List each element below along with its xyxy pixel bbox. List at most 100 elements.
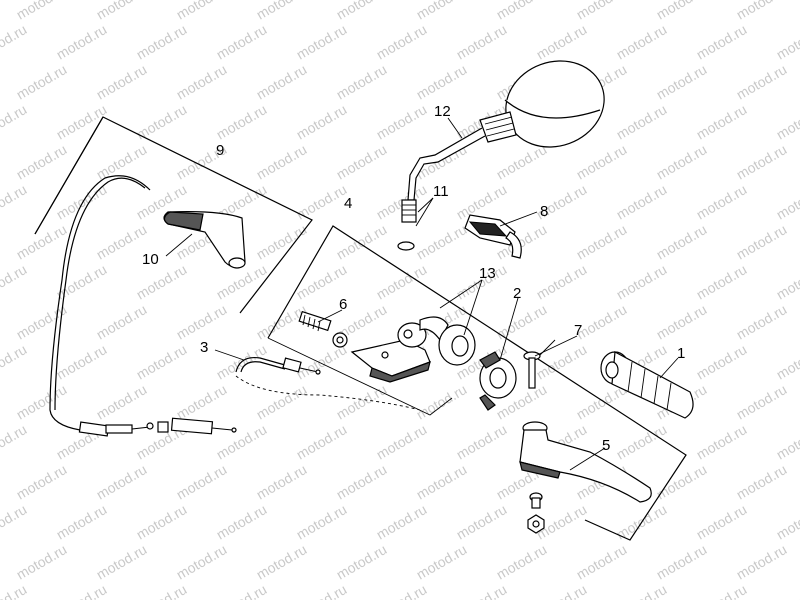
watermark-text: motod.ru [574,0,630,23]
callout-7: 7 [574,322,582,339]
cable-boot-part [163,211,246,269]
watermark-text: motod.ru [654,0,710,23]
watermark-text: motod.ru [454,501,510,542]
watermark-text: motod.ru [774,261,800,302]
watermark-text: motod.ru [614,421,670,462]
adjuster-screw-part [298,310,348,348]
watermark-text: motod.ru [374,581,430,600]
watermark-text: motod.ru [254,221,310,262]
watermark-text: motod.ru [54,581,110,600]
watermark-text: motod.ru [694,421,750,462]
watermark-text: motod.ru [374,261,430,302]
watermark-text: motod.ru [414,461,470,502]
watermark-text: motod.ru [614,21,670,62]
watermark-text: motod.ru [334,381,390,422]
watermark-text: motod.ru [574,141,630,182]
watermark-text: motod.ru [214,421,270,462]
watermark-text: motod.ru [654,461,710,502]
watermark-text: motod.ru [334,541,390,582]
watermark-text: motod.ru [414,0,470,23]
switch-button-part [464,214,522,259]
watermark-text: motod.ru [254,541,310,582]
watermark-text: motod.ru [694,501,750,542]
watermark-text: motod.ru [334,141,390,182]
watermark-text: motod.ru [214,501,270,542]
watermark-text: motod.ru [134,21,190,62]
handle-grip-part [600,351,694,419]
watermark-text: motod.ru [14,381,70,422]
watermark-text: motod.ru [614,181,670,222]
watermark-text: motod.ru [0,181,29,222]
watermark-text: motod.ru [14,221,70,262]
watermark-text: motod.ru [294,581,350,600]
watermark-text: motod.ru [494,301,550,342]
watermark-text: motod.ru [654,141,710,182]
watermark-text: motod.ru [0,261,29,302]
watermark-text: motod.ru [534,581,590,600]
watermark-text: motod.ru [334,61,390,102]
watermark-text: motod.ru [734,61,790,102]
watermark-text: motod.ru [0,21,29,62]
callout-12: 12 [434,103,451,120]
watermark-text: motod.ru [614,101,670,142]
callout-11: 11 [433,183,449,200]
watermark-text: motod.ru [94,221,150,262]
watermark-text: motod.ru [774,421,800,462]
watermark-text: motod.ru [454,421,510,462]
watermark-text: motod.ru [254,141,310,182]
watermark-text: motod.ru [734,141,790,182]
watermark-text: motod.ru [294,501,350,542]
watermark-text: motod.ru [734,541,790,582]
watermark-text: motod.ru [774,101,800,142]
watermark-text: motod.ru [94,541,150,582]
watermark-text: motod.ru [734,381,790,422]
watermark-text: motod.ru [294,421,350,462]
watermark-text: motod.ru [654,541,710,582]
callout-6: 6 [339,296,347,313]
watermark-text: motod.ru [0,501,29,542]
watermark-text: motod.ru [534,261,590,302]
watermark-text: motod.ru [774,181,800,222]
small-cable-part [235,356,421,411]
watermark-text: motod.ru [694,341,750,382]
watermark-text: motod.ru [294,101,350,142]
watermark-text: motod.ru [414,541,470,582]
watermark-text: motod.ru [294,21,350,62]
watermark-text: motod.ru [654,221,710,262]
watermark-text: motod.ru [174,0,230,23]
watermark-text: motod.ru [54,21,110,62]
watermark-text: motod.ru [694,181,750,222]
watermark-text: motod.ru [14,141,70,182]
watermark-text: motod.ru [614,261,670,302]
group-frame-9 [34,116,313,314]
callout-3: 3 [200,339,208,356]
watermark-text: motod.ru [694,101,750,142]
watermark-text: motod.ru [14,541,70,582]
watermark-text: motod.ru [14,0,70,23]
watermark-text: motod.ru [774,581,800,600]
watermark-text: motod.ru [54,101,110,142]
watermark-text: motod.ru [574,541,630,582]
watermark-text: motod.ru [174,461,230,502]
leader-lines [165,117,679,471]
watermark-text: motod.ru [454,21,510,62]
watermark-text: motod.ru [494,541,550,582]
watermark-text: motod.ru [134,341,190,382]
watermark-text: motod.ru [374,421,430,462]
watermark-text: motod.ru [294,181,350,222]
watermark-text: motod.ru [0,421,29,462]
callout-labels: 1 2 3 4 5 6 7 8 9 10 11 12 13 [142,103,685,454]
switch-housing-part [479,351,517,411]
watermark-text: motod.ru [694,581,750,600]
watermark-text: motod.ru [54,501,110,542]
watermark-text: motod.ru [214,101,270,142]
watermark-text: motod.ru [174,381,230,422]
watermark-text: motod.ru [534,21,590,62]
watermark-text: motod.ru [0,101,29,142]
watermark-text: motod.ru [734,221,790,262]
watermark-text: motod.ru [174,61,230,102]
watermark-text: motod.ru [174,301,230,342]
callout-5: 5 [602,437,610,454]
